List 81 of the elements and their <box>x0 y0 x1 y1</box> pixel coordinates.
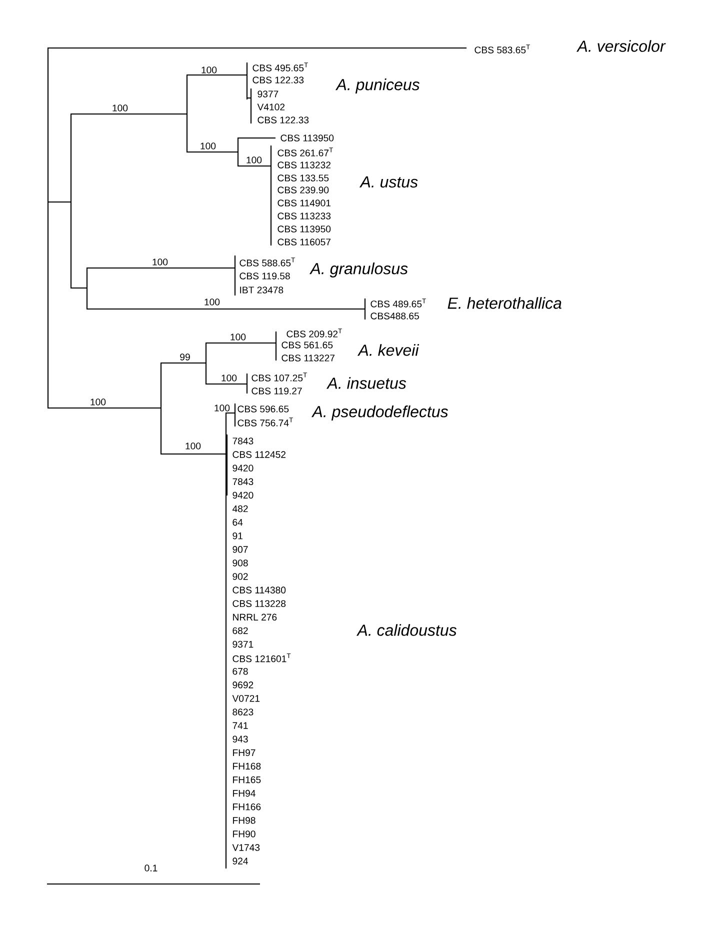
species-label: A. pseudodeflectus <box>311 406 448 420</box>
strain-label: CBS 116057 <box>278 238 330 246</box>
strain-label: 678 <box>232 668 248 675</box>
species-label: A. insuetus <box>326 377 406 389</box>
strain-label: 682 <box>232 627 248 634</box>
strain-label: CBS 209.92$^{T}$ <box>286 328 342 338</box>
species-label: A. calidoustus <box>356 624 457 636</box>
strain-label: FH90 <box>233 830 256 838</box>
strain-label: 7843 <box>232 438 254 444</box>
bootstrap-value: 100 <box>246 156 262 164</box>
bootstrap-value: 99 <box>180 354 190 360</box>
strain-label: CBS 588.65$^{T}$ <box>240 258 295 266</box>
bootstrap-value: 100 <box>186 442 201 450</box>
strain-label: 924 <box>232 858 248 864</box>
strain-label: CBS 113227 <box>282 354 334 362</box>
strain-label: FH168 <box>233 762 261 770</box>
strain-label: CBS 489.65$^{T}$ <box>370 298 426 308</box>
bootstrap-value: 100 <box>230 334 246 340</box>
strain-label: 482 <box>232 505 248 512</box>
strain-label: 907 <box>232 546 248 553</box>
strain-label: CBS 113232 <box>278 162 330 168</box>
strain-label: 9420 <box>232 492 254 499</box>
strain-label: 91 <box>232 532 242 540</box>
strain-label: V4102 <box>257 104 285 110</box>
species-label: A. ustus <box>359 176 418 188</box>
strain-label: FH165 <box>233 776 261 784</box>
strain-label: CBS 114901 <box>278 200 331 206</box>
strain-label: CBS 122.33 <box>258 116 309 124</box>
strain-label: V0721 <box>232 695 260 702</box>
bootstrap-value: 100 <box>214 404 230 412</box>
strain-label: IBT 23478 <box>240 286 284 294</box>
strain-label: CBS 112452 <box>232 451 286 458</box>
strain-label: CBS 119.27 <box>252 388 302 394</box>
strain-label: CBS 113950 <box>280 134 334 142</box>
bootstrap-value: 100 <box>90 398 106 406</box>
strain-label: CBS 261.67$^{T}$ <box>278 148 333 156</box>
strain-label: 8623 <box>232 708 254 716</box>
strain-label: CBS 596.65 <box>238 406 289 412</box>
strain-label: FH166 <box>233 803 261 810</box>
strain-label: 902 <box>232 573 248 580</box>
species-label: E. heterothallica <box>448 297 562 309</box>
strain-label: CBS 583.65$^{T}$ <box>474 44 530 54</box>
strain-label: CBS 121601$^{T}$ <box>232 653 291 662</box>
strain-label: CBS 756.74$^{T}$ <box>238 418 293 426</box>
bootstrap-value: 100 <box>222 374 237 382</box>
strain-label: CBS 113950 <box>278 226 331 232</box>
strain-label: CBS 113228 <box>232 600 286 607</box>
strain-label: NRRL 276 <box>233 614 277 621</box>
strain-label: 9420 <box>232 464 254 472</box>
strain-label: CBS 133.55 <box>278 174 329 182</box>
strain-label: CBS 239.90 <box>278 186 329 194</box>
strain-label: 908 <box>232 560 248 566</box>
strain-label: 9371 <box>232 640 254 648</box>
bootstrap-value: 100 <box>112 104 128 112</box>
strain-label: 7843 <box>232 478 254 486</box>
strain-label: 64 <box>232 518 243 526</box>
strain-label: FH98 <box>233 817 256 824</box>
strain-label: 9692 <box>232 682 254 688</box>
bootstrap-value: 100 <box>200 142 216 150</box>
strain-label: CBS 122.33 <box>252 76 304 84</box>
strain-label: CBS 495.65$^{T}$ <box>252 62 308 72</box>
strain-label: CBS488.65 <box>370 312 419 320</box>
strain-label: FH94 <box>233 790 256 797</box>
scale-label: 0.1 <box>144 864 158 872</box>
strain-label: CBS 119.58 <box>240 272 290 280</box>
strain-label: CBS 107.25$^{T}$ <box>252 372 307 382</box>
species-label: A. keveii <box>357 344 420 356</box>
strain-label: FH97 <box>233 749 256 756</box>
bootstrap-value: 100 <box>204 298 220 306</box>
bootstrap-value: 100 <box>152 258 168 266</box>
bootstrap-value: 100 <box>202 66 217 74</box>
strain-label: CBS 113233 <box>278 212 331 220</box>
strain-label: 9377 <box>258 90 278 98</box>
strain-label: V1743 <box>232 844 260 851</box>
strain-label: 741 <box>232 722 248 729</box>
strain-label: CBS 114380 <box>232 586 286 594</box>
species-label: A. puniceus <box>335 78 420 94</box>
species-label: A. versicolor <box>576 40 666 52</box>
species-label: A. granulosus <box>309 262 408 278</box>
strain-label: CBS 561.65 <box>282 342 333 348</box>
strain-label: 943 <box>232 736 248 742</box>
